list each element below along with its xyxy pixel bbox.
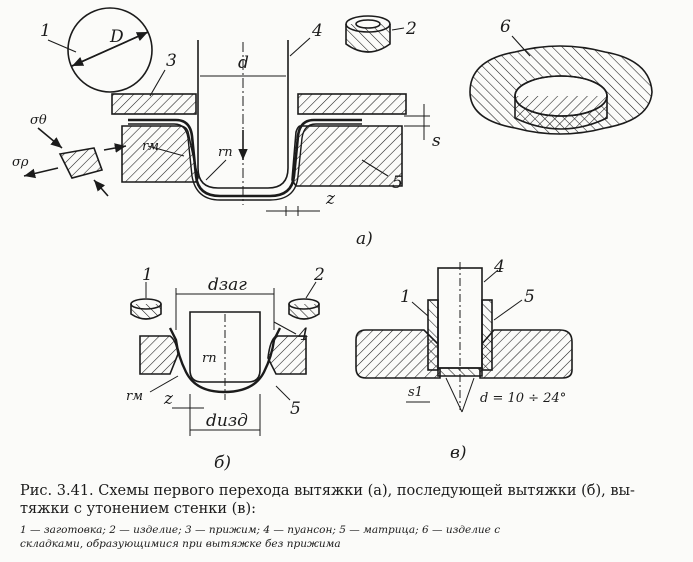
label-angle: d = 10 ÷ 24°	[480, 391, 566, 406]
view-v-labels: 4 1 5 s1 d = 10 ÷ 24° в)	[400, 257, 566, 463]
view-b-drawing	[130, 281, 320, 436]
label-v-part-1: 1	[400, 287, 411, 307]
legend-line-2: складками, образующимися при вытяжке без…	[20, 538, 341, 550]
label-view-b: б)	[214, 453, 231, 473]
label-b-part-4: 4	[297, 325, 309, 345]
product-ring	[345, 15, 405, 53]
drawn-cup-wall	[128, 118, 362, 198]
label-r-p: rп	[218, 145, 233, 160]
label-d-zag: dзаг	[208, 275, 247, 295]
legend-line-1: 1 — заготовка; 2 — изделие; 3 — прижим; …	[20, 524, 501, 536]
label-s: s	[432, 131, 441, 151]
leader-4	[289, 37, 311, 57]
label-gap-z: z	[325, 189, 336, 209]
view-b-labels: 1 2 dзаг 4 rп rм z 5 dизд б)	[126, 265, 325, 473]
leader-5	[361, 159, 389, 177]
leader-1	[47, 39, 77, 53]
label-sigma-theta: σθ	[30, 113, 47, 128]
label-part-3: 3	[166, 51, 177, 71]
leader-rp	[205, 159, 227, 181]
caption-line-2: тяжки с утонением стенки (в):	[20, 501, 256, 517]
label-part-5: 5	[392, 173, 403, 193]
label-sigma-rho: σρ	[12, 155, 29, 170]
label-d-izd: dизд	[206, 411, 248, 431]
label-part-6: 6	[500, 17, 511, 37]
stress-element	[58, 147, 104, 179]
wrinkled-product	[469, 35, 653, 135]
label-v-part-4: 4	[493, 257, 505, 277]
view-a-drawing	[23, 7, 430, 216]
label-view-v: в)	[450, 443, 467, 463]
label-b-gap-z: z	[163, 389, 174, 409]
label-blank-diameter: D	[109, 27, 124, 47]
caption-line-1: Рис. 3.41. Схемы первого перехода вытяжк…	[20, 483, 635, 499]
drawing-schemes: 1 D 3 d 4 2 6 σθ σρ rм rп s 5 z a) 1 2 d…	[12, 7, 653, 473]
leader-6	[511, 35, 531, 57]
label-s1: s1	[408, 385, 423, 400]
label-v-part-5: 5	[524, 287, 535, 307]
label-view-a: a)	[356, 229, 373, 249]
label-part-4: 4	[311, 21, 323, 41]
label-b-part-2: 2	[313, 265, 325, 285]
leader-3	[149, 69, 166, 97]
blank-holder-right	[297, 93, 407, 115]
blank-holder-left	[111, 93, 197, 115]
label-part-1: 1	[40, 21, 51, 41]
leader-rm	[147, 145, 185, 157]
label-b-r-p: rп	[202, 351, 217, 366]
label-part-2: 2	[405, 19, 417, 39]
label-b-r-m: rм	[126, 389, 143, 404]
label-b-part-5: 5	[290, 399, 301, 419]
die-right	[291, 125, 403, 187]
view-v-drawing	[355, 262, 573, 413]
label-b-part-1: 1	[142, 265, 153, 285]
blank-circle	[67, 7, 153, 93]
label-r-m: rм	[142, 139, 159, 154]
view-a-labels: 1 D 3 d 4 2 6 σθ σρ rм rп s 5 z a)	[12, 17, 511, 249]
label-punch-diameter: d	[238, 53, 249, 73]
